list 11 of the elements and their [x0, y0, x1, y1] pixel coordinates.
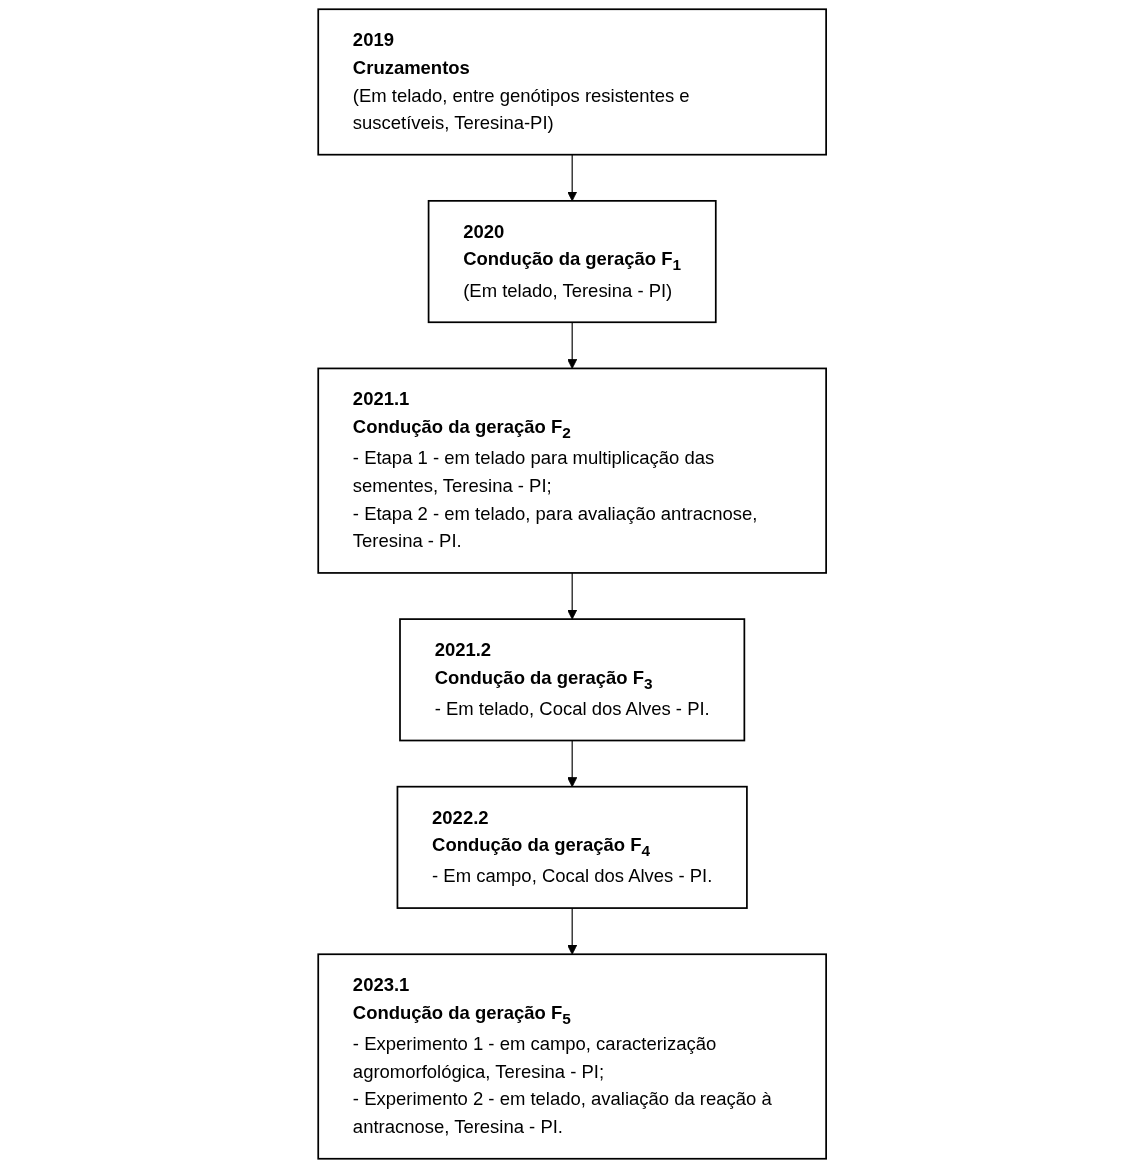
node-box: 2019 Cruzamentos (Em telado, entre genótipos resistentes e suscetíveis, Teresina-PI)	[317, 8, 828, 156]
node-box: 2022.2 Condução da geração F$_{4}$ - Em campo, Cocal dos Alves - PI.	[396, 785, 749, 909]
node-box: 2021.2 Condução da geração F$_{3}$ - Em telado, Cocal dos Alves - PI.	[399, 618, 746, 742]
arrow	[567, 907, 578, 955]
node-box: 2023.1 Condução da geração F$_{5}$ - Experimento 1 - em campo, caracterização agromorfológica, Teresina - PI; - Experimento 2 - em telado, avaliação da reação à antracnose, Teresina - PI.	[317, 953, 828, 1160]
arrow	[567, 321, 578, 369]
arrow	[567, 739, 578, 788]
node-box: 2020 Condução da geração F$_{1}$ (Em telado, Teresina - PI)	[428, 200, 717, 324]
arrow	[567, 154, 578, 202]
arrow	[567, 572, 578, 620]
node-box: 2021.1 Condução da geração F$_{2}$ - Etapa 1 - em telado para multiplicação das sementes, Teresina - PI; - Etapa 2 - em telado, para avaliação antracnose, Teresina - PI.	[317, 367, 828, 574]
